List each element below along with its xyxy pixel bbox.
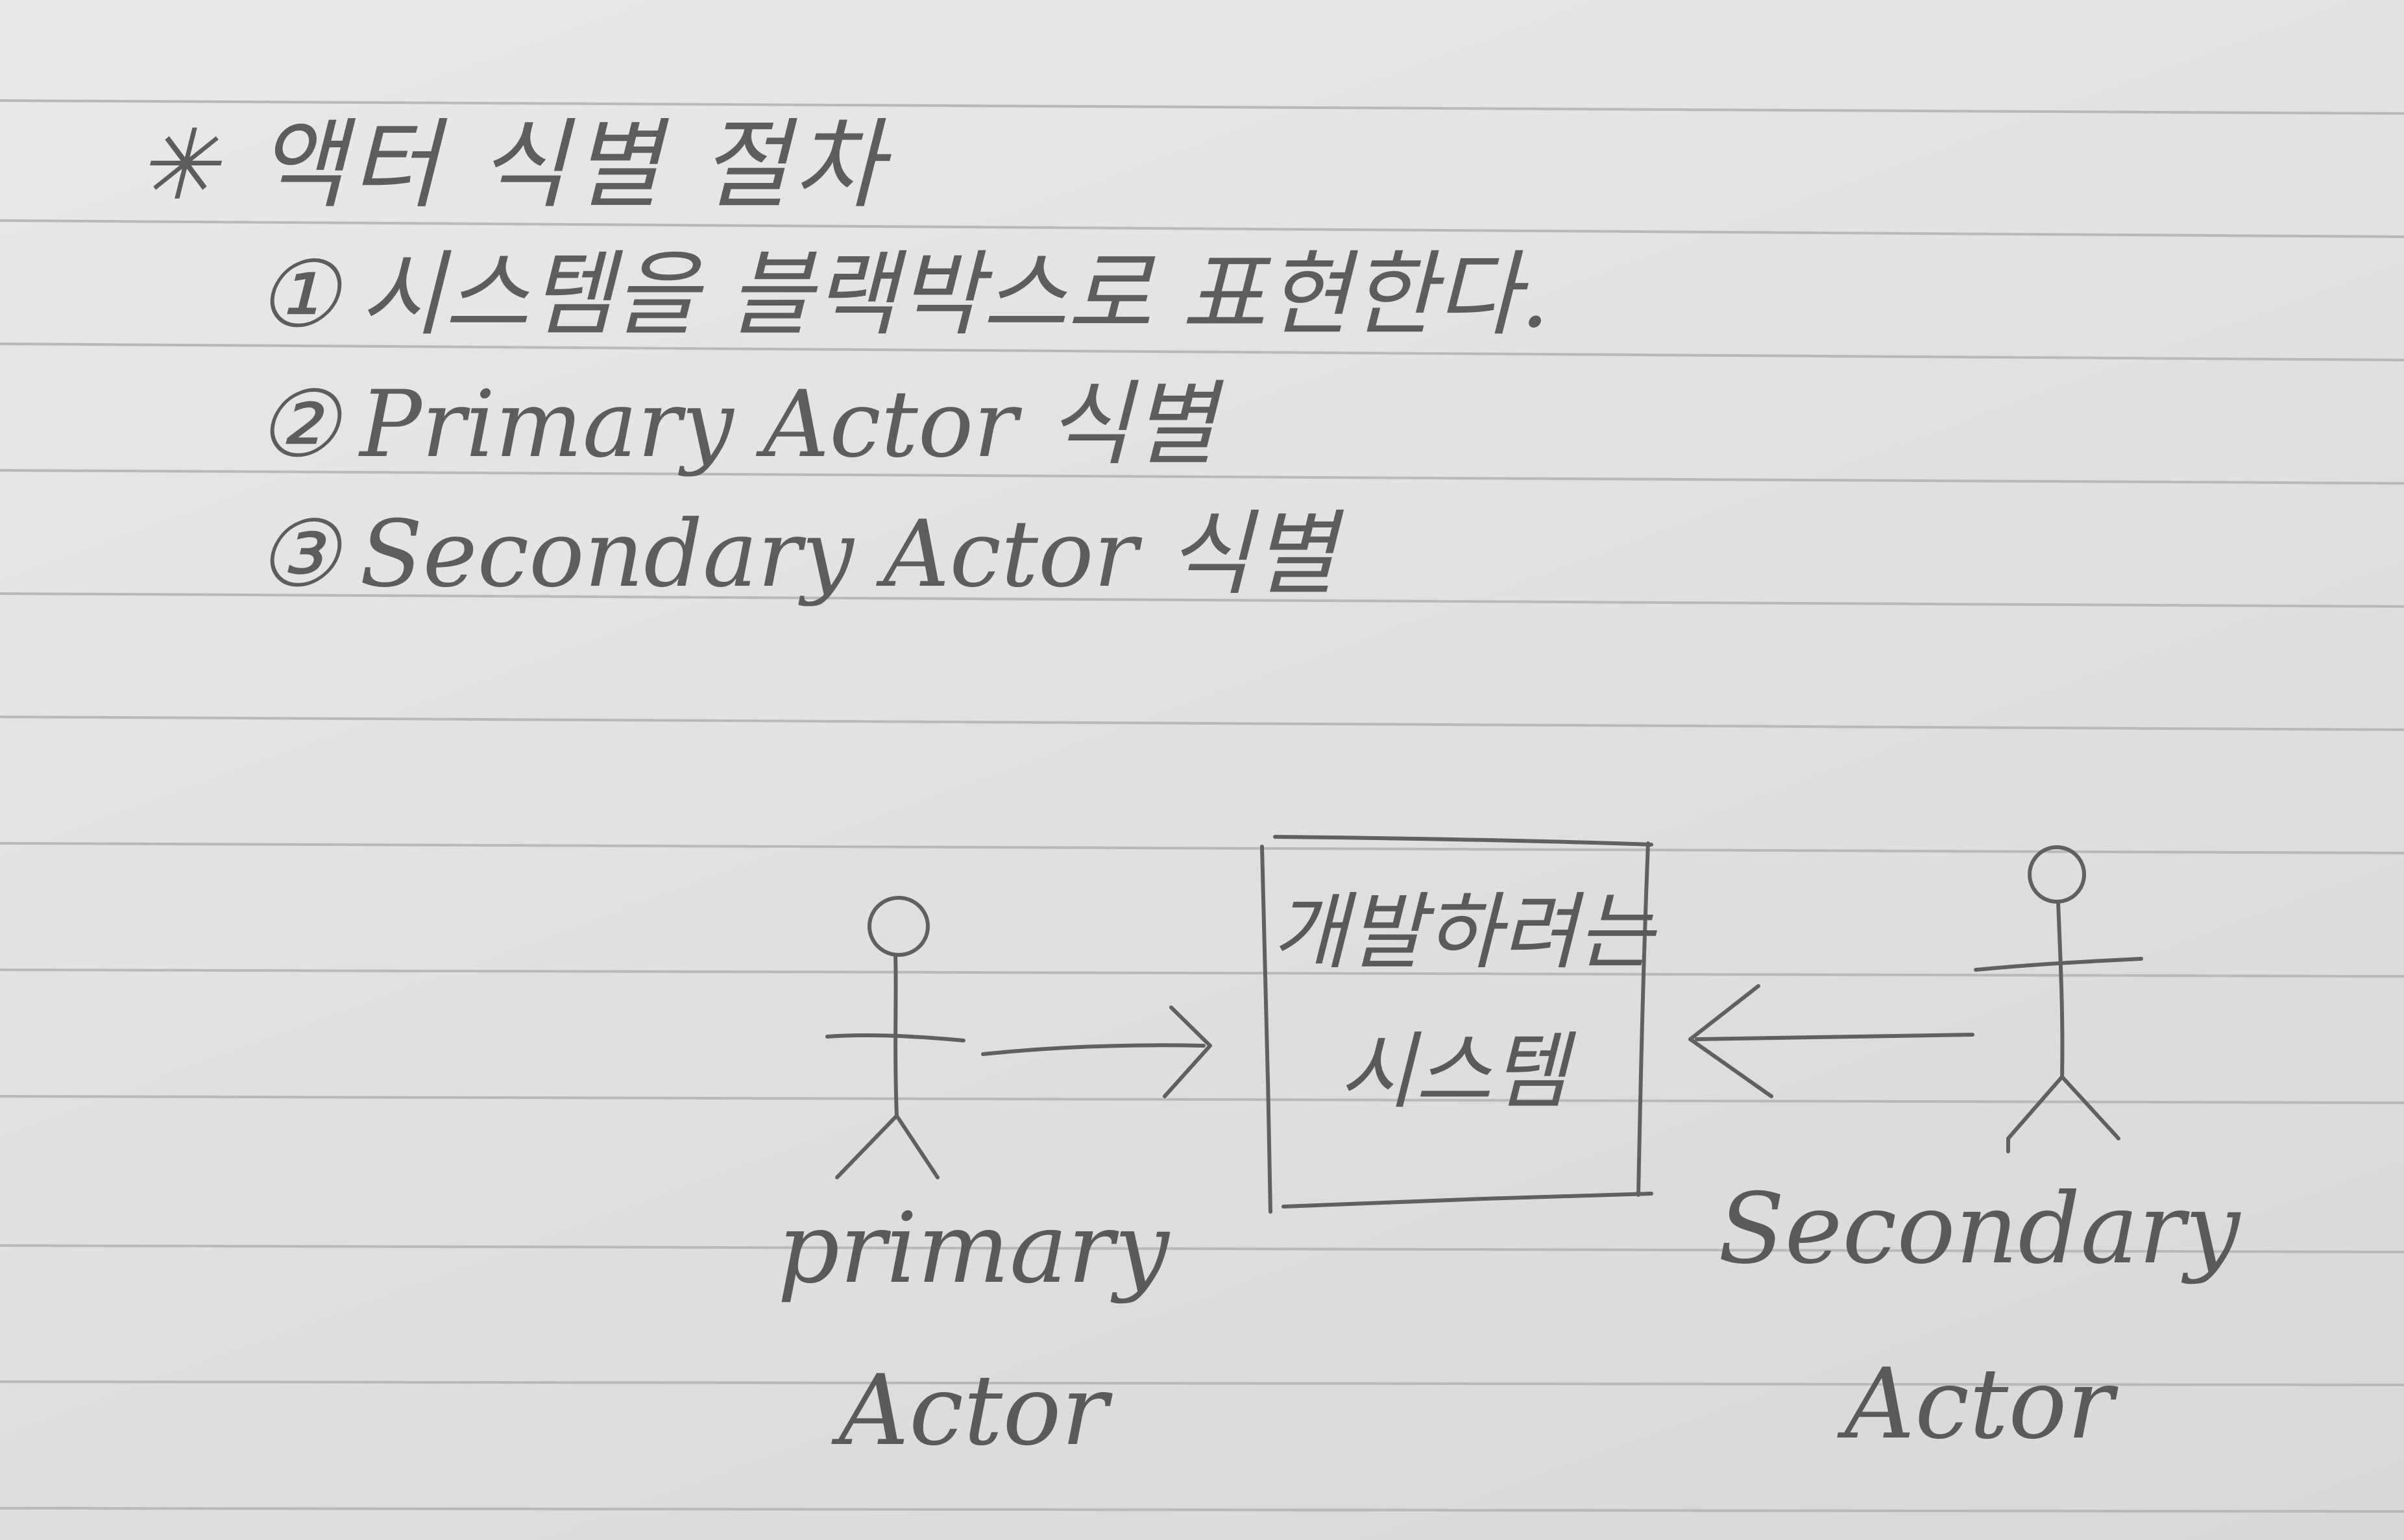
secondary-actor-body — [2056, 900, 2065, 1079]
system-label: 개발하려는 시스템 — [1272, 863, 1654, 1142]
arrow-head — [1688, 984, 1773, 1098]
secondary-actor-label-line1: Secondary — [1718, 1173, 2240, 1286]
arrow-from-secondary — [1688, 984, 1974, 1098]
asterisk-icon: ✳ — [136, 109, 222, 222]
primary-actor-leg-left — [835, 1114, 899, 1179]
ruled-line — [0, 219, 2404, 238]
ruled-line — [0, 716, 2404, 731]
arrow-shaft — [981, 1043, 1206, 1056]
ruled-line — [0, 343, 2404, 361]
step-text: 시스템을 블랙박스로 표현한다. — [359, 241, 1550, 348]
system-box-left — [1260, 845, 1272, 1214]
step-number: ③ — [256, 501, 341, 608]
ruled-line — [0, 1244, 2404, 1253]
title-text: 액터 식별 절차 — [256, 109, 887, 222]
primary-actor-figure — [825, 896, 965, 1179]
system-label-line1: 개발하려는 — [1272, 884, 1654, 981]
secondary-actor-arms — [1974, 957, 2143, 972]
ruled-line — [0, 469, 2404, 485]
step-number: ② — [256, 371, 341, 478]
ruled-line — [0, 1380, 2404, 1386]
primary-actor-label: primary Actor — [746, 1168, 1200, 1492]
ruled-line — [0, 1507, 2404, 1513]
secondary-actor-figure — [1974, 845, 2143, 1153]
ruled-line — [0, 969, 2404, 978]
secondary-actor-head — [2028, 845, 2086, 904]
system-box — [1260, 835, 1653, 1214]
system-box-top — [1273, 835, 1653, 847]
system-label-line2: 시스템 — [1339, 1024, 1568, 1120]
step-text: Secondary Actor 식별 — [359, 501, 1337, 608]
ruled-line — [0, 842, 2404, 854]
system-box-right — [1636, 841, 1650, 1197]
step-number: ① — [256, 241, 341, 348]
arrow-shaft — [1695, 1033, 1974, 1041]
arrow-head — [1163, 1005, 1212, 1098]
primary-actor-leg-right — [895, 1114, 940, 1179]
primary-actor-head — [868, 896, 930, 957]
primary-actor-arms — [825, 1033, 965, 1042]
ruled-line — [0, 592, 2404, 608]
arrow-to-system — [981, 1005, 1212, 1098]
secondary-actor-leg-left — [2006, 1075, 2064, 1153]
step-text: Primary Actor 식별 — [359, 371, 1217, 478]
ruled-line — [0, 99, 2404, 115]
secondary-actor-label: Secondary Actor — [1700, 1142, 2258, 1492]
system-box-bottom — [1281, 1192, 1653, 1209]
secondary-actor-label-line2: Actor — [1844, 1348, 2114, 1461]
primary-actor-body — [893, 953, 899, 1118]
section-title: ✳ 액터 식별 절차 — [136, 110, 887, 221]
ruled-line — [0, 1095, 2404, 1104]
primary-actor-label-line2: Actor — [838, 1354, 1108, 1467]
primary-actor-label-line1: primary — [777, 1192, 1169, 1305]
secondary-actor-leg-right — [2060, 1075, 2120, 1140]
